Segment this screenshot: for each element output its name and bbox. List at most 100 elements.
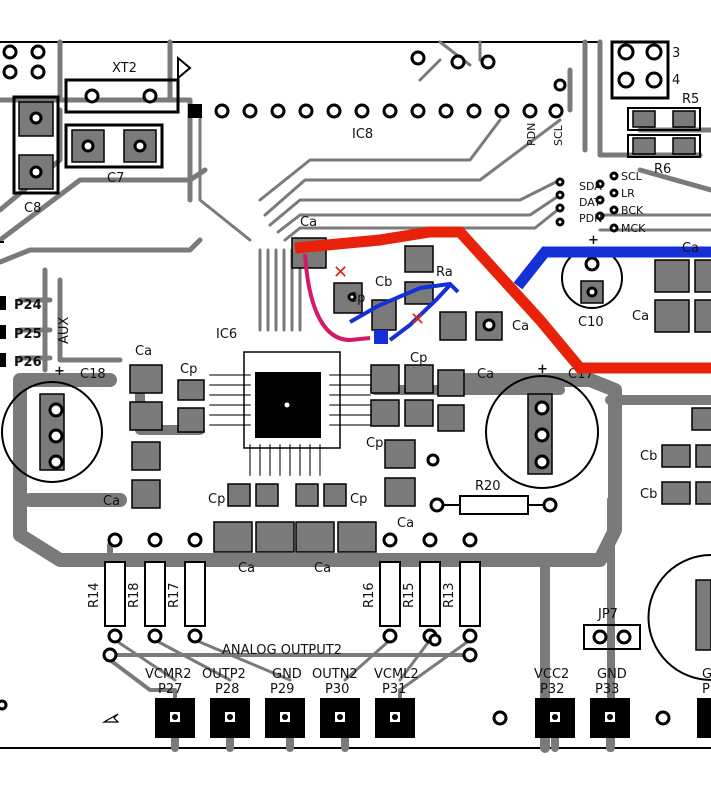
connector-edge: G P xyxy=(697,667,711,738)
edge-capacitor-outline xyxy=(647,554,711,681)
ca-bottom-right-label: Ca xyxy=(314,561,331,576)
cp-bottom-right-label: Cp xyxy=(350,492,367,507)
c18-capacitor: C18 + xyxy=(1,364,106,483)
connector-ref-label: P33 xyxy=(595,682,619,697)
connector-name-label: G xyxy=(702,667,711,682)
r17-resistor: R17 xyxy=(167,532,206,644)
r15-label: R15 xyxy=(402,582,417,608)
header-pin-3-label: 3 xyxy=(672,46,680,61)
connector-p29: GND P29 xyxy=(265,667,305,738)
c18-label: C18 xyxy=(80,367,106,382)
pdn-vertical-label: PDN xyxy=(525,123,538,146)
r13-label: R13 xyxy=(442,582,457,608)
ca-c10-label: Ca xyxy=(682,241,699,256)
connector-p31: VCML2 P31 xyxy=(374,667,419,738)
connector-name-label: VCMR2 xyxy=(145,667,192,682)
p25-label: P25 xyxy=(14,327,42,342)
connector-name-label: OUTN2 xyxy=(312,667,358,682)
mounting-hole xyxy=(655,710,671,726)
rework-wires: ✕ ✕ xyxy=(294,226,711,374)
connector-p30: OUTN2 P30 xyxy=(312,667,360,738)
connector-name-label: VCML2 xyxy=(374,667,419,682)
p24-label: P24 xyxy=(14,298,42,313)
connector-p27: VCMR2 P27 xyxy=(145,667,195,738)
r18-label: R18 xyxy=(127,582,142,608)
jp7-jumper: JP7 xyxy=(583,607,641,650)
r14-label: R14 xyxy=(87,582,102,608)
c8-capacitor: C8 xyxy=(12,95,60,216)
ca-bottom-left-label: Ca xyxy=(238,561,255,576)
left-header xyxy=(2,44,46,80)
analog-output2-label: ANALOG OUTPUT2 xyxy=(222,643,342,658)
jp7-label: JP7 xyxy=(597,607,618,622)
ic8-label: IC8 xyxy=(352,127,373,142)
ca-top-label: Ca xyxy=(300,215,317,230)
ca-c18-top-label: Ca xyxy=(135,344,152,359)
connector-ref-label: P29 xyxy=(270,682,294,697)
connector-p33: GND P33 xyxy=(590,667,630,738)
mck-label: MCK xyxy=(621,222,646,235)
header-pin-4-label: 4 xyxy=(672,73,680,88)
connector-ref-label: P31 xyxy=(382,682,406,697)
ic6-label: IC6 xyxy=(216,327,237,342)
r6-label: R6 xyxy=(654,162,671,177)
connector-row: VCMR2 P27 OUTP2 P28 GND P29 OUTN2 P30 xyxy=(0,667,711,738)
r6-resistor: R6 xyxy=(627,134,701,177)
xt2-label: XT2 xyxy=(112,61,137,76)
ic6-chip: IC6 xyxy=(216,327,341,449)
signal-labels: SCL SDA LR DAT BCK PDN MCK xyxy=(555,170,646,235)
r16-resistor: R16 xyxy=(362,532,401,644)
cp-mid-right-label: Cp xyxy=(410,351,427,366)
designator-labels: Ca Cb Ra Cp Ca Ca Ca Cp Ca Cp Cp Ca Ca C… xyxy=(103,215,699,576)
connector-name-label: GND xyxy=(597,667,627,682)
scl-vertical-label: SCL xyxy=(552,124,565,146)
ra-label: Ra xyxy=(436,265,453,280)
cp-left-label: Cp xyxy=(180,362,197,377)
connector-p28: OUTP2 P28 xyxy=(202,667,250,738)
p26-label: P26 xyxy=(14,355,42,370)
r5-resistor: R5 xyxy=(627,92,701,131)
ca-c10b-label: Ca xyxy=(632,309,649,324)
cut-mark-icon: ✕ xyxy=(410,309,425,330)
edge-capacitor-pad xyxy=(695,579,711,651)
r16-label: R16 xyxy=(362,582,377,608)
cp-bottom-left-label: Cp xyxy=(208,492,225,507)
c18-polarity-label: + xyxy=(54,364,65,379)
arrow-marker-icon xyxy=(177,55,192,81)
board-outline xyxy=(0,41,711,749)
mounting-hole xyxy=(492,710,508,726)
scl-label: SCL xyxy=(621,170,643,183)
dat-label: DAT xyxy=(579,196,601,209)
c10-polarity-label: + xyxy=(588,233,599,248)
r15-resistor: R15 xyxy=(402,532,441,644)
connector-p32: VCC2 P32 xyxy=(534,667,575,738)
ca-mid-right-label: Ca xyxy=(477,367,494,382)
ca-c18-bot-label: Ca xyxy=(103,494,120,509)
cb-right-1-label: Cb xyxy=(640,449,657,464)
connector-name-label: OUTP2 xyxy=(202,667,246,682)
connector-ref-label: P27 xyxy=(158,682,182,697)
connector-ref-label: P32 xyxy=(540,682,564,697)
aux-label: AUX xyxy=(57,317,72,344)
c10-capacitor: C10 + xyxy=(561,233,623,330)
bck-label: BCK xyxy=(621,204,644,217)
passive-pads xyxy=(129,237,711,553)
right-header: 3 4 xyxy=(610,40,680,100)
c8-label: C8 xyxy=(24,201,41,216)
mouse-cursor-icon xyxy=(101,713,120,723)
pdn-label: PDN xyxy=(579,212,602,225)
c7-capacitor: C7 xyxy=(64,123,164,186)
connector-ref-label: P xyxy=(702,682,710,697)
ca-right-label: Ca xyxy=(512,319,529,334)
mounting-hole xyxy=(0,699,8,711)
cp-a-label: Cp xyxy=(348,291,365,306)
r18-resistor: R18 xyxy=(127,532,166,644)
cb-mid-label: Cb xyxy=(375,275,392,290)
connector-name-label: GND xyxy=(272,667,302,682)
ca-right-lower-label: Ca xyxy=(397,516,414,531)
xt2-crystal: XT2 xyxy=(64,61,180,114)
r20-label: R20 xyxy=(475,479,501,494)
connector-ref-label: P30 xyxy=(325,682,349,697)
c7-label: C7 xyxy=(107,171,124,186)
